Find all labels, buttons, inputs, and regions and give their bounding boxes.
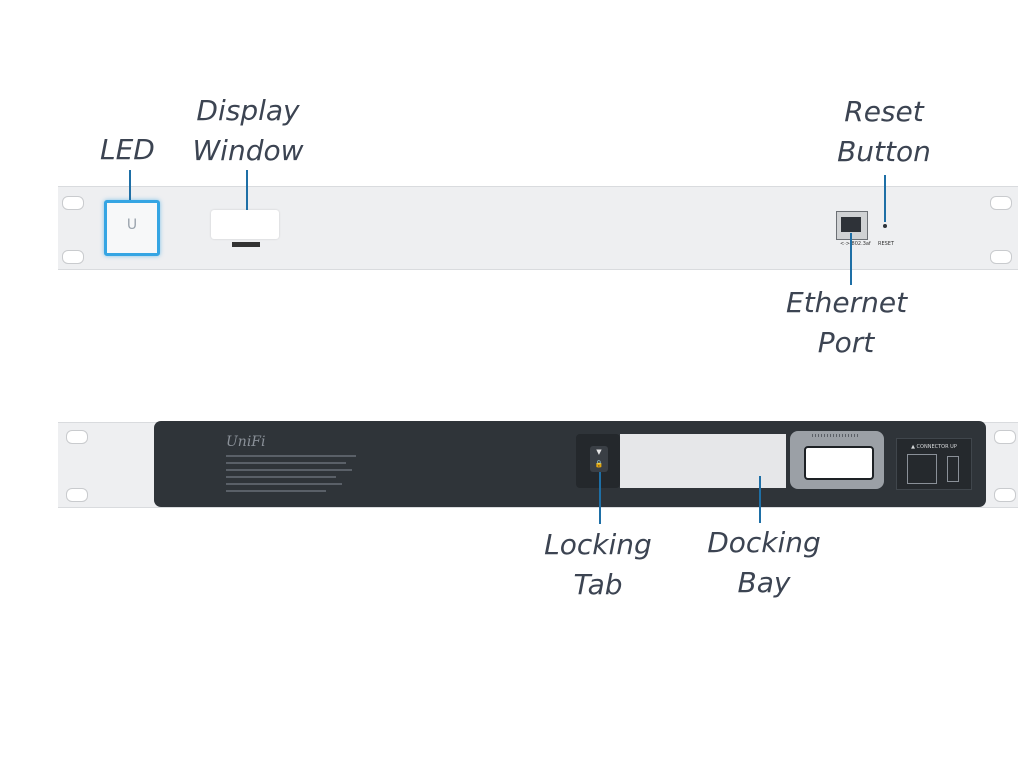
vent-grille <box>812 434 860 437</box>
label-locking-tab: Locking Tab <box>540 525 656 605</box>
front-panel <box>58 186 1018 270</box>
regulatory-text <box>226 483 342 485</box>
leader-display-window <box>246 170 248 210</box>
regulatory-text <box>226 469 352 471</box>
serial-tag <box>232 242 260 247</box>
back-ear-hole-left-bottom <box>66 488 88 502</box>
label-led-text: LED <box>100 133 155 166</box>
reset-button[interactable] <box>883 224 887 228</box>
label-display-window: Display Window <box>190 91 306 171</box>
ethernet-port-marking: <·> 802.3af <box>840 241 871 247</box>
reset-marking: RESET <box>878 241 895 247</box>
docking-bay <box>620 434 786 488</box>
label-locking-tab-line2: Tab <box>573 568 623 601</box>
label-ethernet-port: Ethernet Port <box>786 283 908 363</box>
leader-ethernet-port <box>850 233 852 285</box>
locking-tab[interactable]: ▼🔒 <box>576 434 620 488</box>
front-ear-hole-left-top <box>62 196 84 210</box>
led-indicator: U <box>104 200 160 256</box>
label-reset-button-line2: Button <box>837 135 931 168</box>
ethernet-port[interactable] <box>836 211 868 240</box>
regulatory-text <box>226 476 336 478</box>
label-docking-bay-line1: Docking <box>707 526 821 559</box>
front-ear-hole-left-bottom <box>62 250 84 264</box>
label-display-window-line2: Window <box>192 134 304 167</box>
connector-port-primary[interactable] <box>907 454 937 484</box>
label-reset-button: Reset Button <box>832 92 936 172</box>
screen-holder-window <box>804 446 874 480</box>
back-ear-hole-right-top <box>994 430 1016 444</box>
ubiquiti-logo-icon: U <box>126 217 138 233</box>
connector-label: ▲ CONNECTOR UP <box>911 444 957 450</box>
leader-led <box>129 170 131 200</box>
ethernet-port-socket <box>841 217 861 232</box>
leader-reset-button <box>884 175 886 222</box>
label-display-window-line1: Display <box>196 94 300 127</box>
back-ear-hole-left-top <box>66 430 88 444</box>
label-docking-bay: Docking Bay <box>704 523 824 603</box>
connector-panel: ▲ CONNECTOR UP <box>896 438 972 490</box>
front-ear-hole-right-top <box>990 196 1012 210</box>
lock-icon: ▼🔒 <box>590 446 608 472</box>
leader-locking-tab <box>599 472 601 524</box>
connector-port-secondary[interactable] <box>947 456 959 482</box>
front-ear-hole-right-bottom <box>990 250 1012 264</box>
label-locking-tab-line1: Locking <box>544 528 652 561</box>
label-docking-bay-line2: Bay <box>737 566 791 599</box>
label-led: LED <box>100 130 155 170</box>
screen-holder <box>790 431 884 489</box>
brand-logo: UniFi <box>226 434 266 450</box>
back-ear-hole-right-bottom <box>994 488 1016 502</box>
regulatory-text <box>226 455 356 457</box>
label-reset-button-line1: Reset <box>844 95 924 128</box>
regulatory-text <box>226 462 346 464</box>
display-window <box>211 210 279 239</box>
label-ethernet-port-line2: Port <box>817 326 875 359</box>
leader-docking-bay <box>759 476 761 523</box>
label-ethernet-port-line1: Ethernet <box>786 286 908 319</box>
regulatory-text <box>226 490 326 492</box>
